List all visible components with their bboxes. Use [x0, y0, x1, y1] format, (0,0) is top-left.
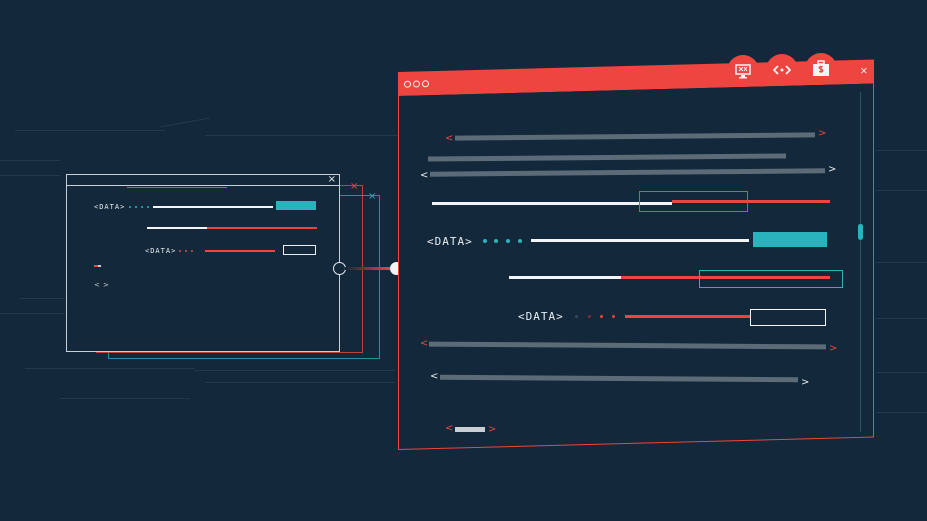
- monitor-grid-icon[interactable]: [727, 55, 759, 87]
- window-control-dot[interactable]: [413, 80, 420, 88]
- connector-line: [345, 267, 391, 270]
- dot: [179, 250, 181, 252]
- dot: [506, 239, 510, 243]
- highlight-box: [699, 270, 843, 288]
- gt-glyph: >: [818, 128, 827, 139]
- code-line: [432, 202, 672, 205]
- dot: [129, 206, 131, 208]
- dot: [483, 239, 487, 243]
- lt-glyph: <: [445, 133, 454, 144]
- close-icon[interactable]: ×: [368, 191, 377, 202]
- outline-block: [750, 309, 826, 326]
- window-control-dot[interactable]: [404, 80, 411, 88]
- code-line: [455, 427, 485, 432]
- code-line: [672, 200, 830, 203]
- money-briefcase-icon[interactable]: [805, 53, 837, 85]
- lt-glyph: <: [445, 423, 454, 434]
- bullet-marker: [94, 265, 98, 267]
- teal-block: [276, 201, 316, 210]
- code-line: [207, 227, 317, 229]
- highlight-box: [639, 191, 748, 212]
- code-line: [509, 276, 621, 279]
- data-tag-label: <DATA>: [94, 203, 126, 211]
- code-line: [625, 315, 750, 318]
- small-window-header-accent: [127, 187, 227, 188]
- code-line: [205, 250, 275, 252]
- lt-glyph: <: [420, 170, 429, 181]
- dot: [518, 239, 522, 243]
- code-line: [147, 227, 207, 229]
- lt-glyph: <: [420, 338, 429, 349]
- code-brackets-icon[interactable]: [766, 54, 798, 86]
- scrollbar-track[interactable]: [860, 91, 861, 432]
- window-control-dot[interactable]: [422, 80, 429, 88]
- small-window-titlebar-divider: [67, 185, 339, 186]
- dot: [600, 315, 603, 318]
- code-line: [531, 239, 749, 242]
- lt-glyph: <: [430, 371, 439, 382]
- dot: [575, 315, 578, 318]
- teal-block: [753, 232, 827, 247]
- dot: [494, 239, 498, 243]
- gt-glyph: >: [488, 424, 497, 435]
- dot: [191, 250, 193, 252]
- gt-glyph: >: [103, 281, 109, 289]
- data-tag-label: <DATA>: [145, 247, 177, 255]
- close-icon[interactable]: ×: [859, 65, 868, 77]
- dot: [185, 250, 187, 252]
- gt-glyph: >: [801, 377, 810, 388]
- outline-block: [283, 245, 316, 255]
- gt-glyph: >: [829, 343, 838, 354]
- dot: [612, 315, 615, 318]
- gt-glyph: >: [828, 164, 837, 175]
- small-window: × <DATA> <DATA> < >: [66, 174, 340, 352]
- dot: [147, 206, 149, 208]
- data-tag-label: <DATA>: [427, 235, 473, 248]
- close-icon[interactable]: ×: [327, 174, 336, 185]
- code-line: [621, 276, 830, 279]
- code-line: [153, 206, 273, 208]
- bullet-marker: [98, 265, 101, 267]
- close-icon[interactable]: ×: [350, 181, 359, 192]
- data-tag-label: <DATA>: [518, 310, 564, 323]
- scrollbar-thumb[interactable]: [858, 223, 863, 240]
- dot: [141, 206, 143, 208]
- lt-glyph: <: [94, 281, 100, 289]
- dot: [588, 315, 591, 318]
- dot: [135, 206, 137, 208]
